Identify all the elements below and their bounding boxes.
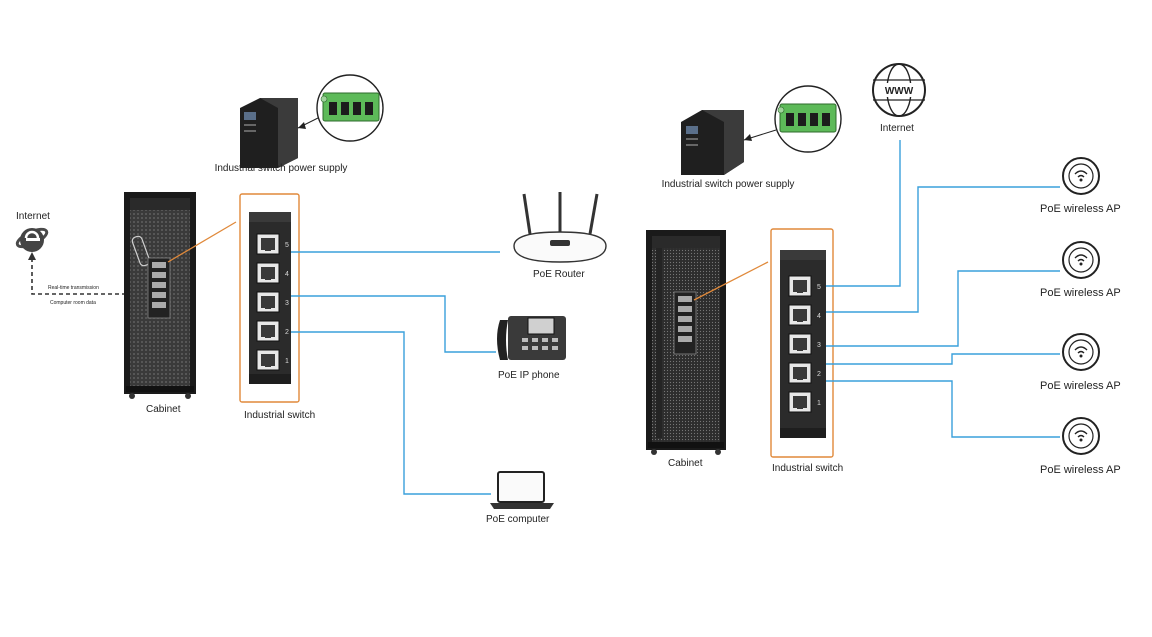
left-cabinet-label: Cabinet bbox=[146, 404, 181, 415]
left-internet-label: Internet bbox=[16, 211, 50, 222]
right-poe-links bbox=[826, 140, 1060, 438]
router-icon bbox=[513, 192, 607, 263]
right-internet-label: Internet bbox=[880, 123, 914, 134]
wireless-ap-icon bbox=[1062, 241, 1100, 279]
right-switch-port: 4 bbox=[788, 304, 821, 326]
right-switch-port-number: 3 bbox=[817, 342, 821, 349]
right-switch-port-number: 4 bbox=[817, 313, 821, 320]
left-switch-port: 1 bbox=[256, 349, 289, 371]
router-label: PoE Router bbox=[533, 269, 585, 280]
wireless-ap-icon bbox=[1062, 333, 1100, 371]
right-switch-port: 5 bbox=[788, 275, 821, 297]
left-switch-port-number: 4 bbox=[285, 271, 289, 278]
left-switch-port-number: 5 bbox=[285, 242, 289, 249]
link-to-internet bbox=[826, 140, 901, 287]
wireless-ap-label: PoE wireless AP bbox=[1040, 203, 1121, 215]
left-transmission-label: Real-time transmission bbox=[48, 285, 99, 291]
left-internet-cabinet-link: Real-time transmission Computer room dat… bbox=[28, 252, 148, 306]
right-cabinet-label: Cabinet bbox=[668, 458, 703, 469]
wireless-ap-group: PoE wireless AP PoE wireless AP PoE wirele… bbox=[1040, 157, 1121, 476]
left-switch-ports: 5 4 3 2 1 bbox=[256, 233, 289, 371]
wireless-ap-icon bbox=[1062, 157, 1100, 195]
left-terminal-block-icon bbox=[316, 74, 384, 142]
computer-label: PoE computer bbox=[486, 514, 550, 525]
wireless-ap-label: PoE wireless AP bbox=[1040, 380, 1121, 392]
globe-www-icon: WWW bbox=[872, 63, 926, 117]
left-internet-icon: Internet bbox=[15, 211, 50, 252]
right-switch-port-number: 2 bbox=[817, 371, 821, 378]
left-poe-links bbox=[291, 251, 500, 495]
left-switch-port-number: 3 bbox=[285, 300, 289, 307]
left-switch-port: 5 bbox=[256, 233, 289, 255]
left-switch-port: 4 bbox=[256, 262, 289, 284]
right-switch-port: 3 bbox=[788, 333, 821, 355]
right-switch-label: Industrial switch bbox=[772, 463, 843, 474]
right-switch-port: 1 bbox=[788, 391, 821, 413]
left-switch-port: 2 bbox=[256, 320, 289, 342]
www-label: WWW bbox=[885, 86, 914, 97]
left-power-supply-label: Industrial switch power supply bbox=[215, 163, 348, 174]
left-power-supply bbox=[240, 98, 298, 168]
right-switch-port: 2 bbox=[788, 362, 821, 384]
right-terminal-block-icon bbox=[774, 85, 842, 153]
link-to-ap-4 bbox=[826, 380, 1060, 438]
wireless-ap-icon bbox=[1062, 417, 1100, 455]
right-switch-port-number: 5 bbox=[817, 284, 821, 291]
right-power-supply-label: Industrial switch power supply bbox=[662, 179, 795, 190]
wireless-ap-label: PoE wireless AP bbox=[1040, 464, 1121, 476]
left-switch-highlight-line bbox=[167, 221, 237, 263]
left-computer-room-label: Computer room data bbox=[50, 300, 96, 306]
left-switch-port-number: 1 bbox=[285, 358, 289, 365]
phone-label: PoE IP phone bbox=[498, 370, 560, 381]
link-to-phone bbox=[291, 295, 496, 353]
link-to-computer bbox=[291, 331, 491, 495]
link-to-ap-2 bbox=[826, 270, 1060, 347]
right-switch-port-number: 1 bbox=[817, 400, 821, 407]
link-to-ap-3 bbox=[826, 353, 1060, 365]
left-switch-port: 3 bbox=[256, 291, 289, 313]
left-switch-port-number: 2 bbox=[285, 329, 289, 336]
left-cabinet bbox=[124, 192, 196, 399]
laptop-icon bbox=[490, 471, 554, 509]
left-switch-label: Industrial switch bbox=[244, 410, 315, 421]
ip-phone-icon bbox=[497, 316, 566, 360]
link-to-ap-1 bbox=[826, 186, 1060, 313]
right-power-supply bbox=[681, 110, 744, 175]
wireless-ap-label: PoE wireless AP bbox=[1040, 287, 1121, 299]
right-switch-ports: 5 4 3 2 1 bbox=[788, 275, 821, 413]
right-cabinet bbox=[646, 230, 726, 455]
right-switch-highlight-line bbox=[693, 261, 769, 301]
